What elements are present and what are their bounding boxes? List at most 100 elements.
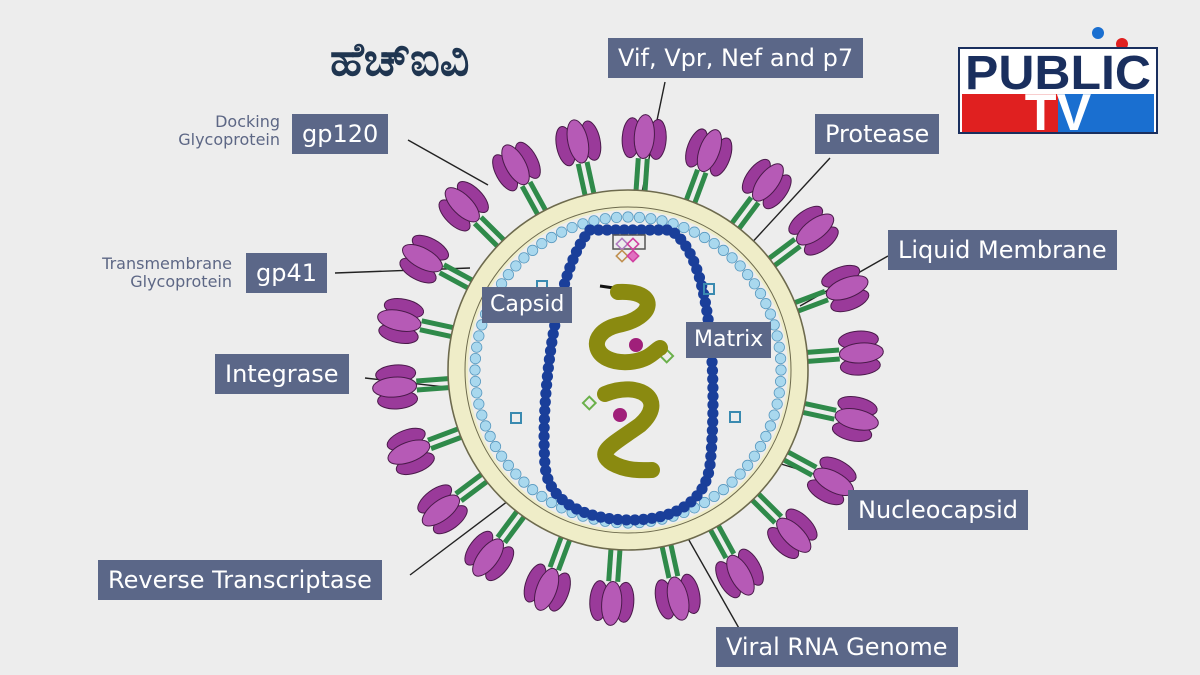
spike-glycoprotein [555, 119, 602, 206]
matrix-protein-bead [708, 490, 720, 503]
capsid-protein-bead [544, 345, 557, 357]
matrix-protein-bead [489, 440, 502, 453]
gp120-lobe [566, 119, 590, 164]
enzymes [510, 234, 741, 476]
capsid-protein-bead [652, 224, 665, 236]
matrix-protein-bead [748, 278, 761, 290]
capsid-protein-bead [706, 356, 718, 368]
matrix-protein-bead [734, 260, 746, 272]
matrix-protein-bead [742, 459, 754, 471]
matrix-protein-bead [527, 484, 539, 496]
capsid-protein-bead [707, 407, 719, 419]
capsid-protein-bead [538, 439, 550, 451]
matrix-protein-bead [773, 341, 785, 353]
matrix-protein-bead [768, 409, 780, 421]
matrix-protein-bead [545, 496, 558, 509]
capsid-protein-bead [704, 459, 716, 471]
matrix-protein-bead [754, 287, 767, 300]
capsid-protein-bead [539, 456, 551, 468]
capsid-protein-bead [629, 514, 641, 526]
gp120-lobe [377, 309, 422, 332]
label-protease: Protease [815, 114, 940, 154]
matrix-protein-bead [469, 352, 482, 365]
capsid-protein-bead [612, 513, 624, 526]
capsid-protein-bead [540, 464, 552, 477]
capsid-protein-bead [543, 353, 555, 365]
matrix-protein-bead [473, 330, 485, 342]
matrix-protein-bead [518, 252, 530, 264]
matrix-protein-bead [764, 308, 777, 320]
matrix-protein-bead [773, 387, 785, 399]
accessory-protein-tray [612, 234, 646, 250]
capsid-protein-bead [627, 224, 639, 236]
logo-blue-block [1058, 94, 1154, 132]
spike-glycoprotein [792, 395, 879, 442]
capsid-protein-bead [705, 442, 718, 454]
leader-gp120 [407, 139, 489, 186]
capsid-protein-bead [542, 362, 554, 374]
label-matrix: Matrix [686, 322, 772, 358]
spike-glycoprotein [377, 298, 464, 345]
gp120-lobe [633, 114, 655, 160]
matrix-protein-bead [717, 484, 729, 496]
matrix-protein-bead [645, 213, 657, 225]
capsid-protein-bead [538, 430, 550, 442]
capsid-protein-bead [706, 364, 719, 377]
gp120-lobe [421, 494, 460, 527]
rna-strand-lower [597, 381, 660, 479]
matrix-protein-bead [610, 211, 623, 224]
capsid-protein-bead [538, 447, 550, 459]
label-liquid-membrane: Liquid Membrane [888, 230, 1117, 270]
capsid-protein-bead [644, 224, 656, 236]
capsid-protein-bead [541, 370, 554, 382]
spike-glycoprotein [372, 364, 459, 410]
spike-glycoprotein [621, 114, 667, 201]
gp120-lobe [752, 163, 784, 202]
label-vif-vpr-nef-p7: Vif, Vpr, Nef and p7 [608, 38, 864, 78]
capsid-protein-bead [579, 231, 591, 243]
spike-glycoprotein [589, 539, 635, 626]
matrix-protein-bead [476, 409, 488, 421]
label-reverse-transcriptase: Reverse Transcriptase [98, 560, 382, 600]
capsid-protein-bead [705, 450, 717, 462]
gp120-lobe [501, 144, 530, 186]
gp120-lobe [834, 408, 879, 431]
matrix-protein-bead [469, 375, 482, 388]
capsid-protein-bead [540, 387, 552, 400]
matrix-protein-bead [688, 226, 700, 238]
accessory-protein [626, 237, 640, 251]
matrix-protein-bead [469, 364, 481, 376]
label-gp120: gp120 [292, 114, 389, 154]
capsid-protein-bead [699, 296, 711, 309]
matrix-protein-bead [502, 269, 514, 281]
matrix-protein-bead [775, 364, 787, 376]
label-transmembrane-glycoprotein: Transmembrane Glycoprotein [102, 254, 232, 291]
logo-red-block [962, 94, 1058, 132]
capsid-protein-bead [540, 379, 553, 391]
label-nucleocapsid: Nucleocapsid [848, 490, 1029, 530]
matrix-protein-bead [599, 213, 611, 225]
capsid-protein-bead [707, 382, 719, 394]
matrix-protein-bead [622, 211, 634, 223]
matrix-protein-bead [698, 231, 711, 244]
protease-marker [703, 283, 715, 295]
matrix-protein-bead [479, 420, 492, 432]
gp120-lobe [533, 567, 560, 611]
matrix-protein-bead [760, 298, 772, 310]
gp120-lobe [444, 187, 480, 223]
protease-marker [510, 412, 522, 424]
matrix-protein-bead [764, 420, 777, 432]
gp120-lobe [387, 439, 431, 465]
capsid-protein-bead [538, 422, 550, 434]
matrix-protein-bead [771, 398, 783, 410]
matrix-protein-bead [518, 476, 530, 488]
matrix-protein-bead [471, 341, 483, 353]
capsid-protein-bead [707, 373, 719, 385]
matrix-protein-bead [502, 459, 514, 471]
gp120-lobe [838, 342, 884, 364]
matrix-protein-bead [566, 221, 578, 234]
label-capsid: Capsid [482, 287, 573, 323]
matrix-protein-bead [708, 237, 720, 250]
gp120-lobe [825, 275, 869, 301]
